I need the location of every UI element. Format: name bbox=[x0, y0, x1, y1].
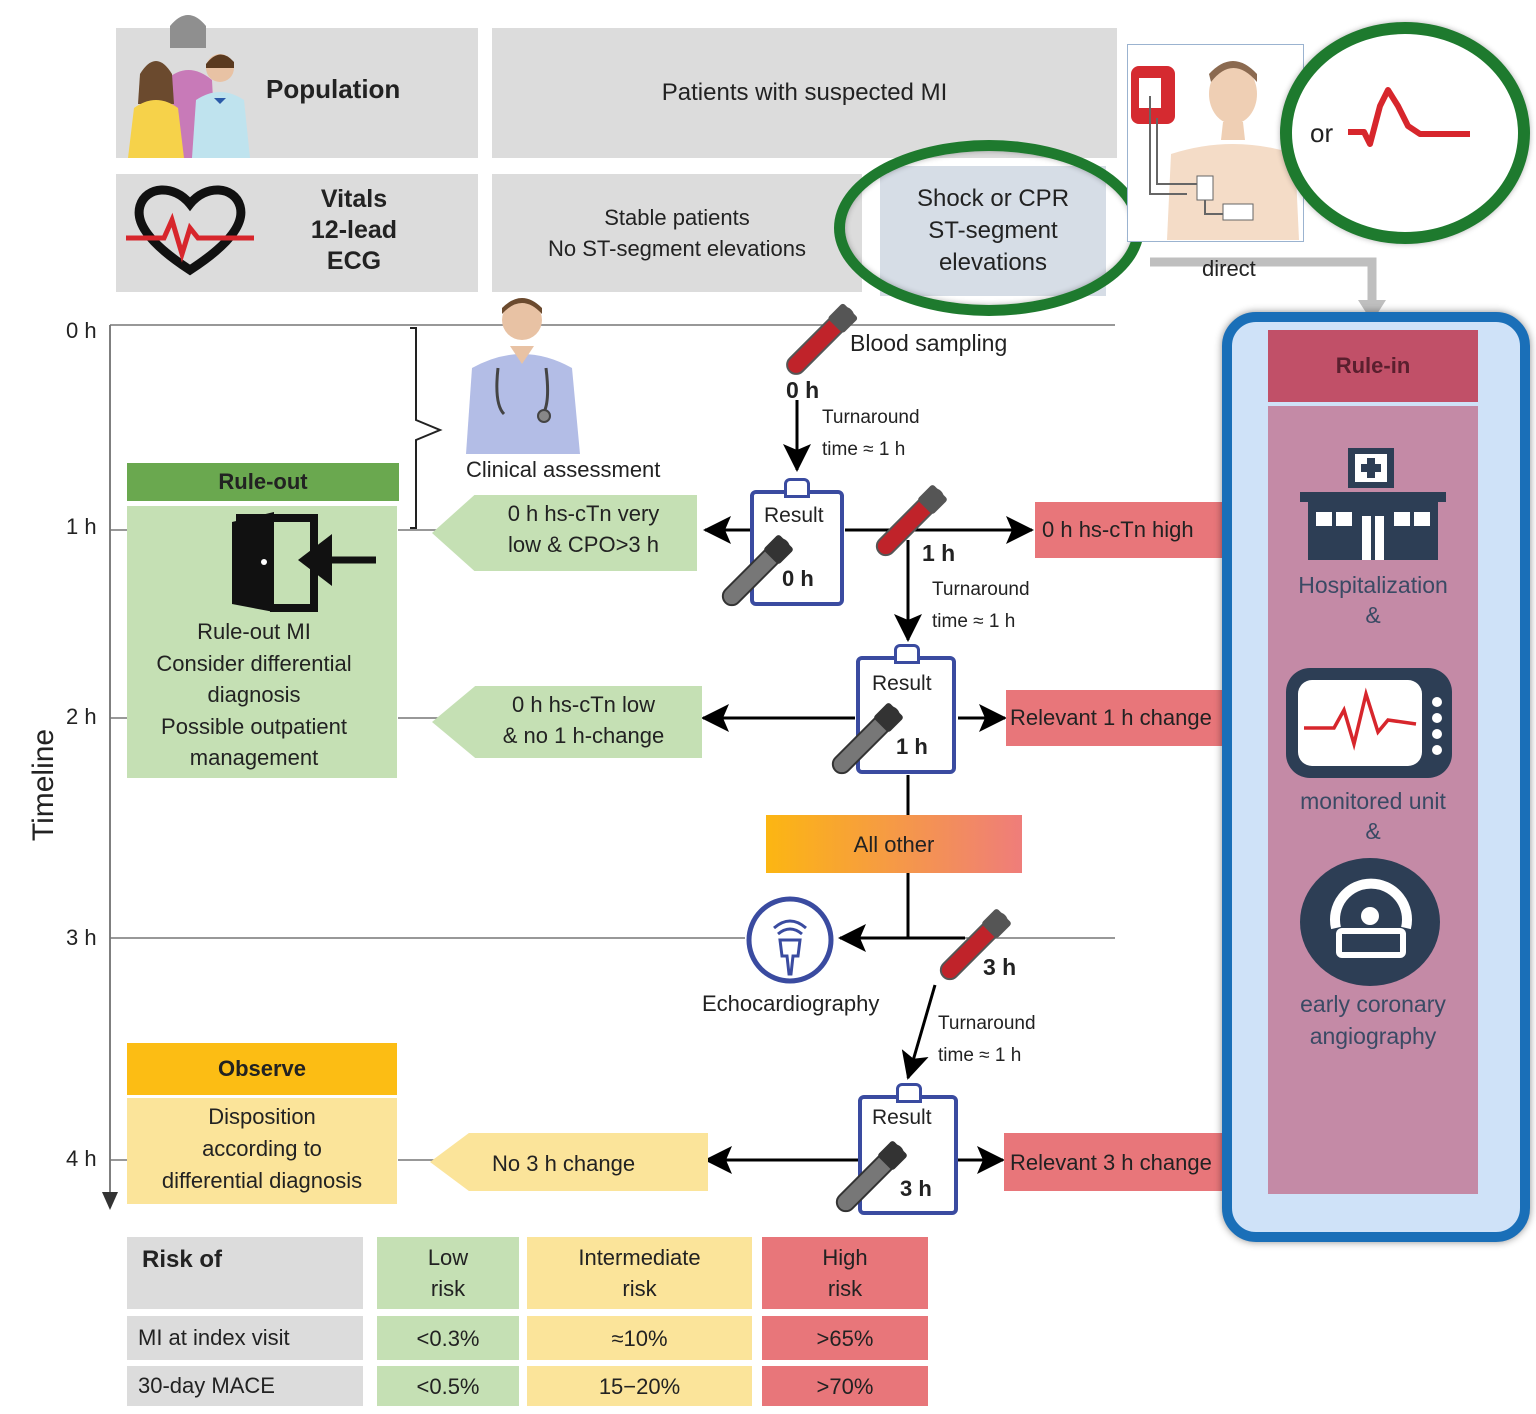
echocardiography-icon bbox=[746, 896, 834, 984]
clipboard-clip-icon bbox=[896, 1083, 922, 1103]
exit-door-icon bbox=[232, 512, 376, 612]
family-icon bbox=[128, 15, 250, 158]
hospital-icon bbox=[1300, 448, 1446, 560]
clipboard-clip-icon bbox=[894, 644, 920, 664]
table-row bbox=[127, 1316, 363, 1360]
direct-label: direct bbox=[1202, 256, 1256, 281]
timeline-axis-label: Timeline bbox=[27, 728, 61, 842]
relevant-1h-text: Relevant 1 h change bbox=[1010, 705, 1212, 730]
population-text: Patients with suspected MI bbox=[492, 28, 1117, 158]
relevant-3h-text: Relevant 3 h change bbox=[1010, 1150, 1212, 1175]
defibrillator-patient-icon bbox=[1131, 61, 1299, 240]
doctor-icon bbox=[466, 298, 580, 454]
tick-4h: 4 h bbox=[66, 1146, 97, 1171]
result-1h-time: 1 h bbox=[896, 734, 928, 759]
intermediate-risk-header: Intermediate risk bbox=[527, 1237, 752, 1309]
result-0h-time: 0 h bbox=[782, 566, 814, 591]
blood-tube-icon-3h bbox=[939, 909, 1011, 981]
cell-mace-low: <0.5% bbox=[377, 1366, 519, 1406]
cell-mi-low: <0.3% bbox=[377, 1316, 519, 1360]
echo-label: Echocardiography bbox=[702, 991, 880, 1016]
rule-out-title: Rule-out bbox=[127, 463, 399, 501]
turnaround-3h: Turnaround time ≈ 1 h bbox=[938, 1013, 1036, 1066]
vitals-label: Vitals 12-lead ECG bbox=[310, 185, 398, 275]
rule-in-title: Rule-in bbox=[1268, 330, 1478, 402]
clipboard-clip-icon bbox=[784, 478, 810, 498]
low-risk-header: Low risk bbox=[377, 1237, 519, 1309]
high-text: 0 h hs-cTn high bbox=[1042, 517, 1194, 542]
shock-highlight-ring bbox=[834, 140, 1144, 316]
rule-out-text: Rule-out MI Consider differential diagno… bbox=[156, 619, 352, 770]
population-label: Population bbox=[266, 74, 401, 104]
angiography-icon bbox=[1300, 858, 1440, 986]
blood-tube-icon-1h bbox=[875, 485, 947, 557]
stable-patients: Stable patients No ST-segment elevations bbox=[492, 174, 862, 292]
tick-3h: 3 h bbox=[66, 925, 97, 950]
heart-ecg-icon bbox=[126, 185, 254, 276]
gray-tube-icon-3h bbox=[835, 1141, 907, 1213]
cell-mi-high: >65% bbox=[762, 1316, 928, 1360]
high-risk-header: High risk bbox=[762, 1237, 928, 1309]
blood-sampling-label: Blood sampling bbox=[850, 330, 1008, 356]
observe-panel: Disposition according to differential di… bbox=[127, 1098, 397, 1204]
no-3h-arrow bbox=[430, 1133, 708, 1191]
time-3h-label: 3 h bbox=[983, 954, 1017, 980]
turnaround-1h: Turnaround time ≈ 1 h bbox=[932, 579, 1030, 632]
gray-tube-icon-1h bbox=[831, 703, 903, 775]
hospitalization-text: Hospitalization & bbox=[1298, 572, 1448, 628]
st-elevation-ecg-icon bbox=[1348, 87, 1470, 147]
risk-header-cell bbox=[127, 1237, 363, 1309]
clinical-assessment-label: Clinical assessment bbox=[466, 457, 661, 482]
or-label: or bbox=[1310, 118, 1334, 148]
very-low-text: 0 h hs-cTn very low & CPO>3 h bbox=[476, 498, 691, 560]
low-arrow bbox=[432, 686, 702, 758]
row-label-30day-mace: 30-day MACE bbox=[138, 1373, 275, 1398]
time-0h-label: 0 h bbox=[786, 377, 820, 403]
result-3h-label: Result bbox=[872, 1106, 932, 1129]
result-0h-label: Result bbox=[764, 504, 824, 527]
cell-mace-high: >70% bbox=[762, 1366, 928, 1406]
gray-tube-icon-0h bbox=[721, 535, 793, 607]
observe-title: Observe bbox=[127, 1043, 397, 1095]
time-1h-label: 1 h bbox=[922, 540, 956, 566]
low-text: 0 h hs-cTn low & no 1 h-change bbox=[502, 692, 665, 748]
result-1h-label: Result bbox=[872, 672, 932, 695]
angiography-text: early coronary angiography bbox=[1300, 991, 1446, 1049]
tick-2h: 2 h bbox=[66, 704, 97, 729]
row-label-mi-index: MI at index visit bbox=[138, 1325, 290, 1350]
cell-mace-intermediate: 15−20% bbox=[527, 1366, 752, 1406]
all-other-box: All other bbox=[766, 815, 1022, 873]
table-row bbox=[127, 1366, 363, 1406]
result-3h-time: 3 h bbox=[900, 1176, 932, 1201]
tick-0h: 0 h bbox=[66, 318, 97, 343]
monitored-unit-text: monitored unit & bbox=[1300, 788, 1446, 844]
risk-header: Risk of bbox=[142, 1246, 223, 1273]
blood-tube-icon-0h bbox=[786, 303, 858, 375]
tick-1h: 1 h bbox=[66, 514, 97, 539]
no-3h-text: No 3 h change bbox=[492, 1151, 636, 1176]
cell-mi-intermediate: ≈10% bbox=[527, 1316, 752, 1360]
monitor-icon bbox=[1286, 668, 1452, 778]
turnaround-0h: Turnaround time ≈ 1 h bbox=[822, 407, 920, 460]
